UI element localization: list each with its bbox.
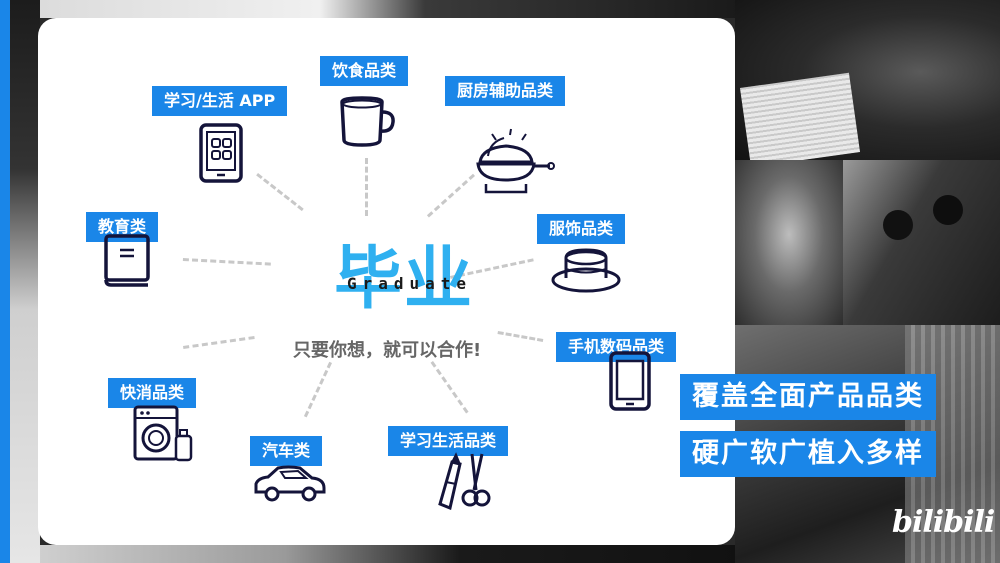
- main-card: 毕业 Graduate 只要你想，就可以合作! 学习/生活 APP 饮食品类 厨…: [38, 18, 735, 545]
- cutter-scissors-icon: [438, 452, 491, 510]
- hat-icon: [551, 248, 621, 293]
- category-label-app: 学习/生活 APP: [152, 86, 288, 116]
- slogan: 只要你想，就可以合作!: [293, 340, 482, 361]
- connector-line: [183, 335, 255, 349]
- book-icon: [104, 234, 150, 287]
- background-photo-microphones: [843, 160, 1000, 325]
- phone-icon: [609, 351, 651, 411]
- wok-icon: [476, 128, 555, 194]
- banner-coverage: 覆盖全面产品品类: [680, 374, 936, 420]
- connector-line: [497, 331, 544, 342]
- connector-line: [256, 173, 304, 212]
- category-label-car: 汽车类: [250, 436, 323, 466]
- mug-icon: [340, 96, 395, 147]
- connector-line: [365, 158, 368, 216]
- category-label-fmcg: 快消品类: [108, 378, 197, 408]
- category-label-digital: 手机数码品类: [556, 332, 677, 362]
- category-label-food: 饮食品类: [320, 56, 409, 86]
- center-subtitle: Graduate: [347, 274, 473, 293]
- banner-placement: 硬广软广植入多样: [680, 431, 936, 477]
- connector-line: [303, 361, 332, 418]
- category-label-study-life: 学习生活品类: [388, 426, 509, 456]
- background-photo-bottom: [40, 545, 740, 563]
- left-accent-bar: [0, 0, 10, 563]
- car-icon: [254, 465, 326, 502]
- connector-line: [182, 258, 271, 266]
- connector-line: [426, 173, 475, 218]
- background-photo-top: [40, 0, 740, 18]
- washing-machine-icon: [133, 405, 193, 462]
- tablet-app-icon: [199, 123, 243, 183]
- bilibili-logo: bilibili: [892, 505, 995, 540]
- center-title: 毕业: [334, 240, 475, 319]
- connector-line: [430, 361, 469, 414]
- background-photo-gavel: [735, 0, 1000, 160]
- category-label-clothing: 服饰品类: [537, 214, 626, 244]
- background-photo-surgeon: [735, 160, 843, 325]
- category-label-kitchen: 厨房辅助品类: [445, 76, 566, 106]
